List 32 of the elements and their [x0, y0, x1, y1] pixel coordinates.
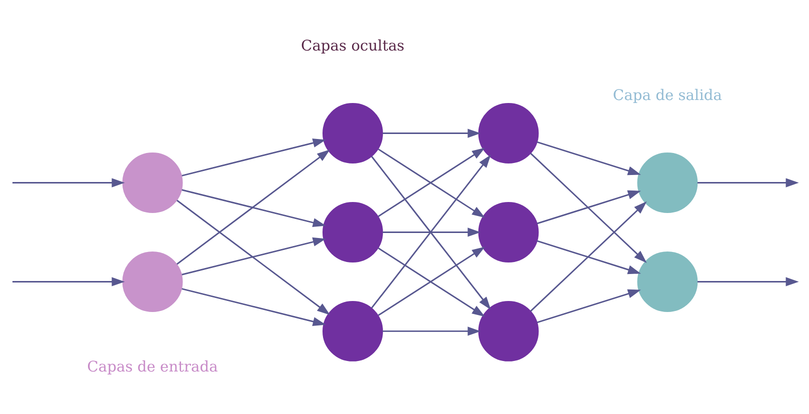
arrow — [382, 227, 481, 236]
arrow — [12, 178, 125, 187]
node-circle — [478, 300, 539, 361]
label: Capas de entrada — [87, 358, 218, 375]
arrow — [182, 236, 326, 275]
node-circle — [322, 300, 383, 361]
node-circle — [478, 202, 539, 262]
arrow — [182, 188, 326, 227]
node-circle — [322, 102, 383, 164]
arrow — [382, 326, 481, 336]
label: Capas ocultas — [301, 37, 404, 54]
arrow — [176, 199, 330, 314]
node-circle — [637, 250, 698, 312]
arrow — [12, 276, 125, 286]
arrow — [530, 152, 647, 263]
node-circle — [478, 102, 539, 164]
arrow — [182, 288, 326, 326]
arrow — [530, 200, 647, 312]
arrow — [536, 288, 641, 323]
arrow — [536, 240, 641, 274]
arrow — [176, 149, 330, 264]
arrow — [697, 276, 799, 286]
arrow — [182, 138, 326, 176]
arrow — [536, 140, 641, 175]
node-circle — [637, 152, 698, 212]
arrow — [382, 128, 481, 138]
arrow — [697, 178, 799, 187]
node-circle — [122, 152, 183, 212]
node-circle — [122, 250, 183, 312]
node-circle — [322, 202, 383, 262]
arrow — [536, 190, 641, 224]
label: Capa de salida — [612, 86, 722, 104]
